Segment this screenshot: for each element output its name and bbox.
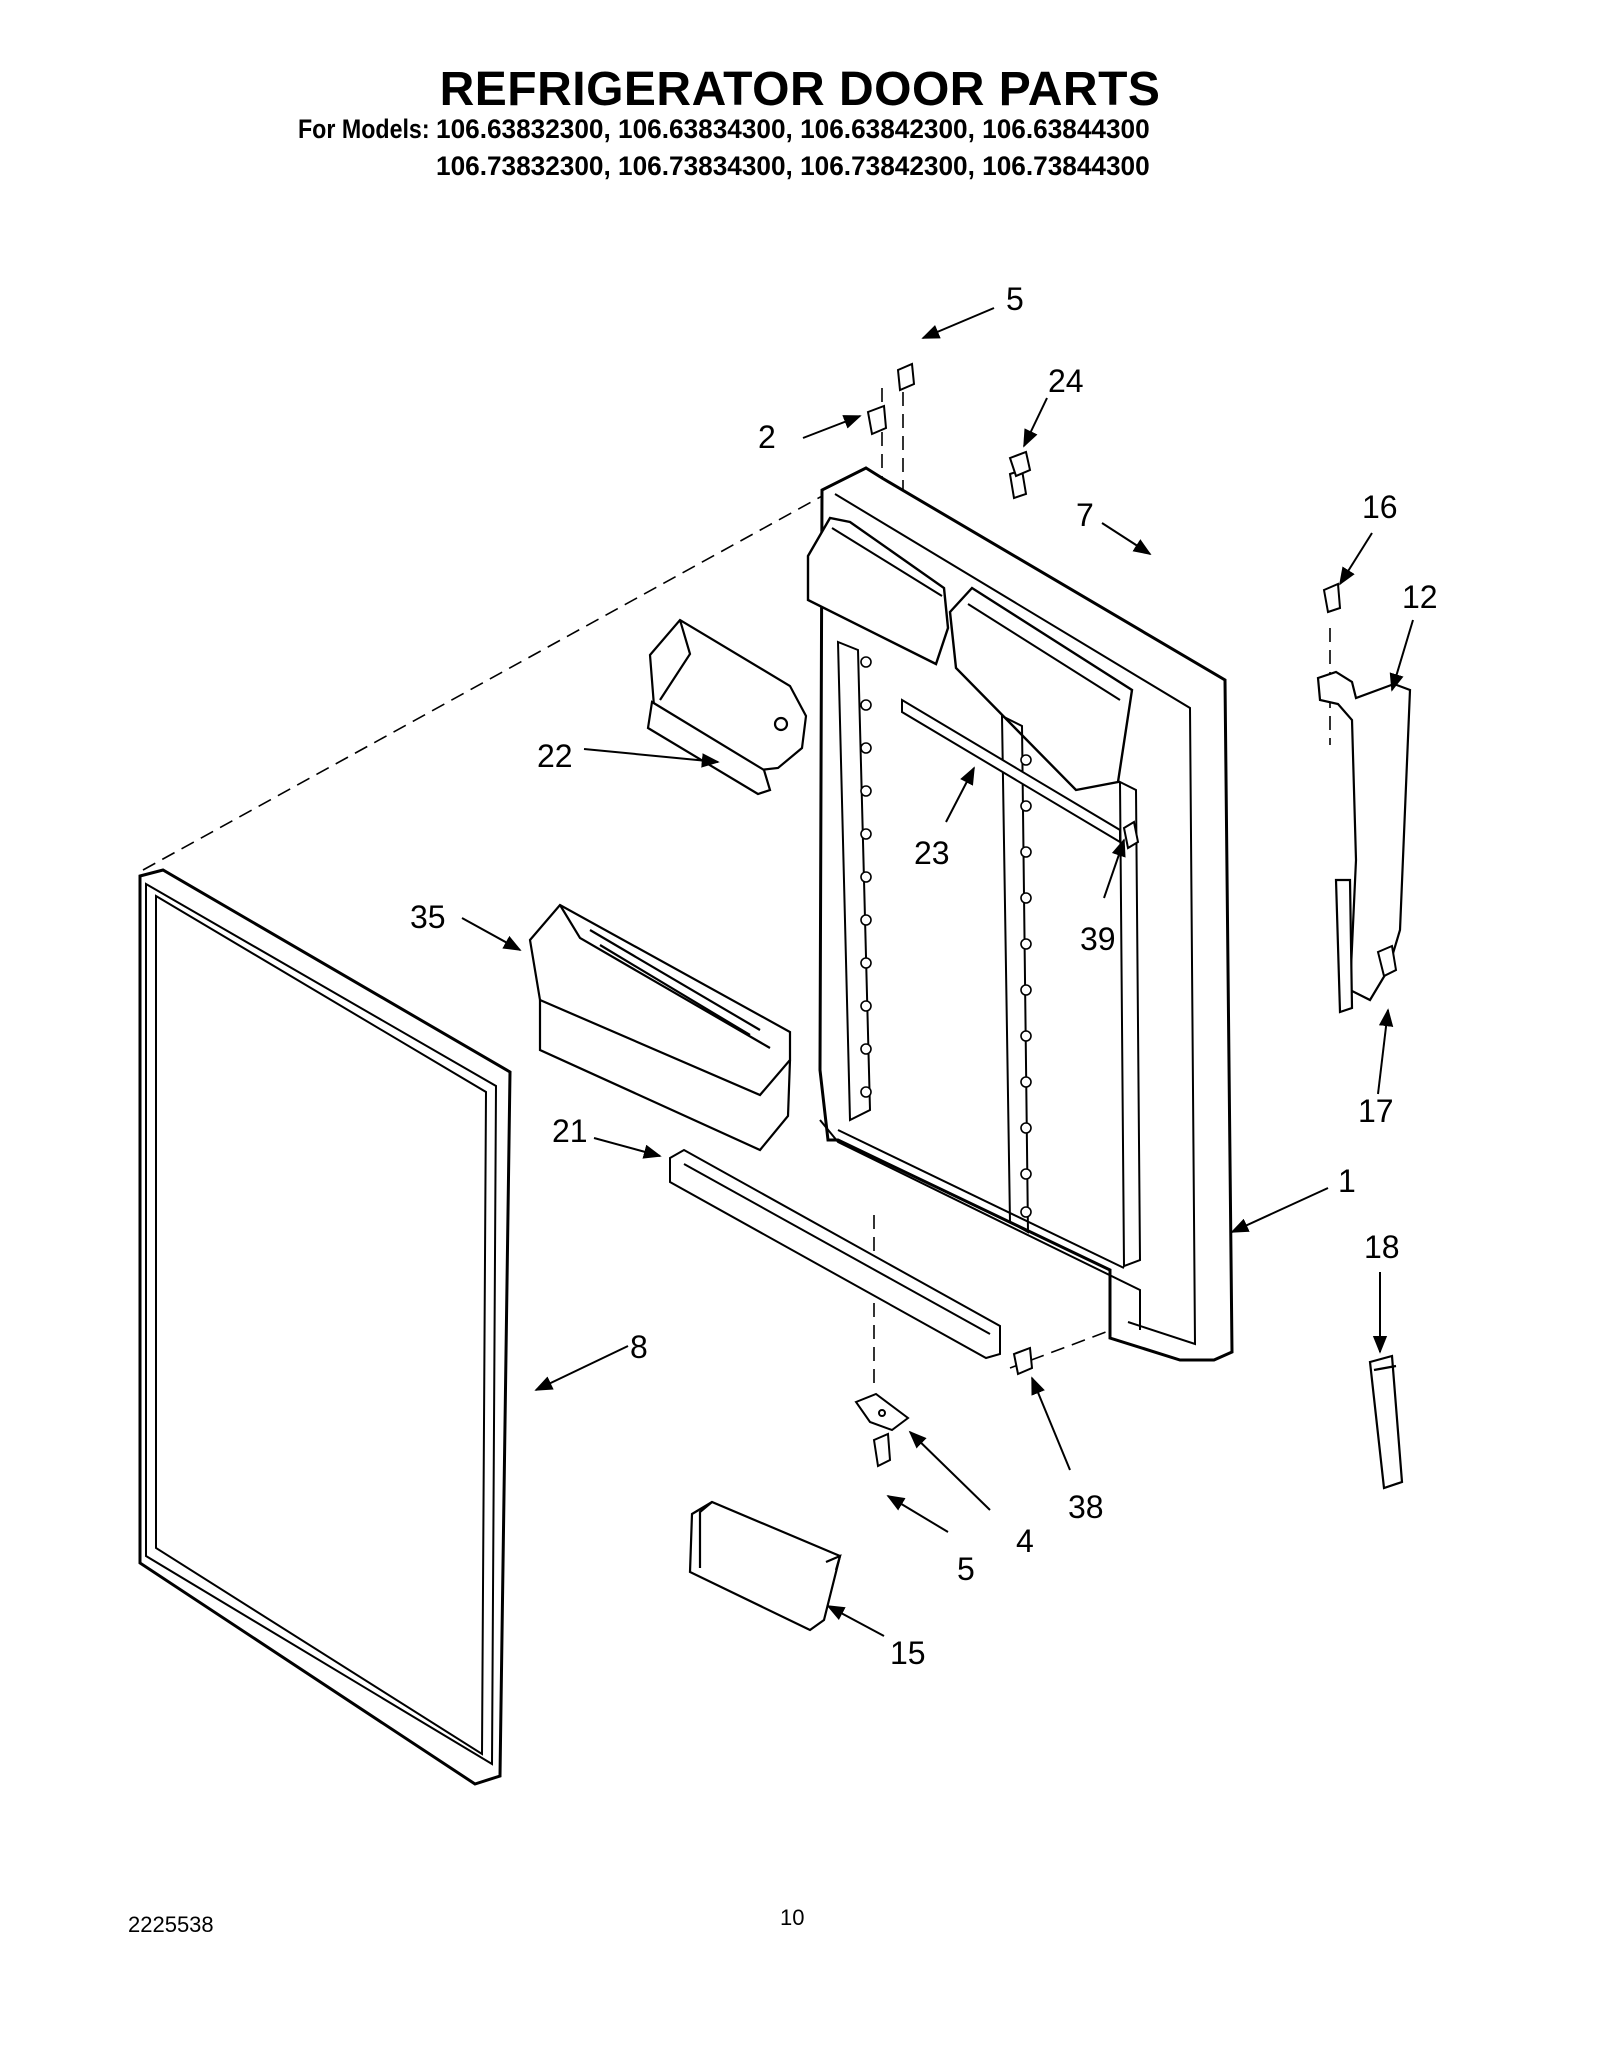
callout-1: 1 bbox=[1338, 1163, 1356, 1199]
callout-2: 2 bbox=[758, 419, 776, 455]
document-number: 2225538 bbox=[128, 1912, 214, 1937]
door-handle-part-12 bbox=[1316, 670, 1412, 1014]
trim-strip-part-21 bbox=[669, 1148, 1034, 1376]
shelf-dimples bbox=[860, 656, 1032, 1218]
page-number: 10 bbox=[780, 1905, 805, 1930]
dairy-door-part-22 bbox=[646, 618, 808, 796]
handle-end-cap-part-18 bbox=[1368, 1354, 1404, 1490]
model-list-line-1: 106.63832300, 106.63834300, 106.63842300… bbox=[436, 114, 1150, 144]
door-bin-part-35 bbox=[528, 903, 792, 1152]
callout-5-top: 5 bbox=[1006, 281, 1024, 317]
callout-38: 38 bbox=[1068, 1489, 1104, 1525]
door-gasket-part-8 bbox=[138, 868, 512, 1786]
screw-part-16 bbox=[1322, 582, 1342, 614]
callout-15: 15 bbox=[890, 1635, 926, 1671]
door-liner-part-1 bbox=[806, 466, 1234, 1362]
callout-24: 24 bbox=[1048, 363, 1084, 399]
leader-arrows bbox=[461, 307, 1414, 1637]
screw-part-17 bbox=[1376, 944, 1398, 978]
callout-39: 39 bbox=[1080, 921, 1116, 957]
callout-5-bottom: 5 bbox=[957, 1551, 975, 1587]
callout-23: 23 bbox=[914, 835, 950, 871]
plug-part-2 bbox=[866, 404, 888, 436]
callout-12: 12 bbox=[1402, 579, 1438, 615]
screw-part-5-bottom bbox=[872, 1432, 892, 1468]
models-label: For Models: bbox=[298, 114, 430, 144]
page-title: REFRIGERATOR DOOR PARTS bbox=[439, 63, 1161, 116]
callout-8: 8 bbox=[630, 1329, 648, 1365]
callout-16: 16 bbox=[1362, 489, 1398, 525]
callout-4: 4 bbox=[1016, 1523, 1034, 1559]
screw-part-5-top bbox=[896, 362, 916, 392]
fasteners bbox=[866, 362, 1398, 1468]
callout-17: 17 bbox=[1358, 1093, 1394, 1129]
callout-35: 35 bbox=[410, 899, 446, 935]
callout-21: 21 bbox=[552, 1113, 588, 1149]
callout-18: 18 bbox=[1364, 1229, 1400, 1265]
model-list-line-2: 106.73832300, 106.73834300, 106.73842300… bbox=[436, 151, 1150, 181]
callout-22: 22 bbox=[537, 738, 573, 774]
cap-part-24 bbox=[1008, 450, 1032, 478]
callout-labels: 5 24 2 7 16 12 22 23 39 35 17 21 1 18 8 … bbox=[410, 281, 1438, 1671]
callout-7: 7 bbox=[1076, 497, 1094, 533]
hinge-part-4 bbox=[854, 1392, 910, 1432]
light-cover-part-15 bbox=[688, 1500, 842, 1632]
